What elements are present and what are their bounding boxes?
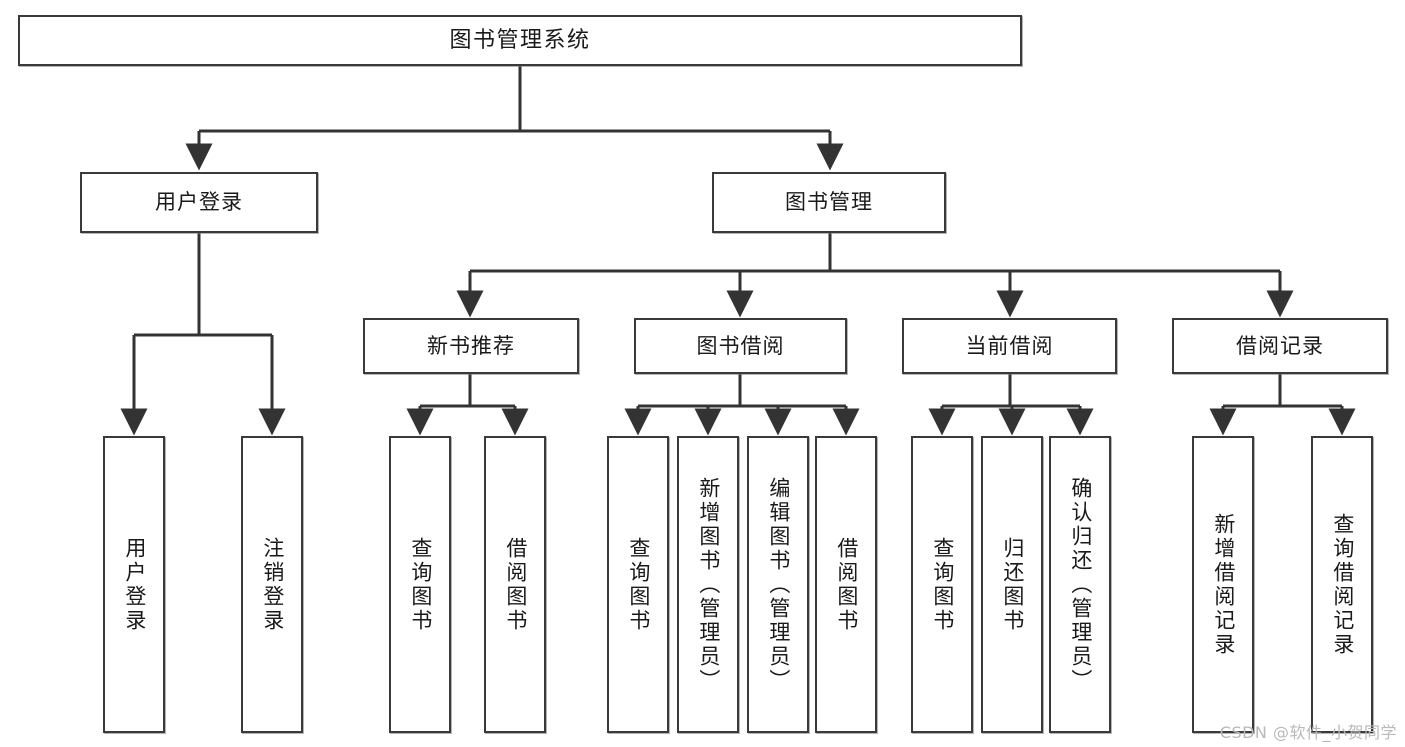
node-leaf-borrow-book-rec-label: 借阅图书: [503, 536, 528, 633]
node-leaf-edit-book-admin-label: 编辑图书（管理员）: [766, 476, 791, 693]
node-leaf-add-book-admin-label: 新增图书（管理员）: [696, 476, 721, 693]
node-book-borrow[interactable]: 图书借阅: [634, 318, 847, 374]
node-leaf-user-login-label: 用户登录: [122, 536, 147, 633]
node-leaf-query-record-label: 查询借阅记录: [1330, 512, 1355, 657]
node-leaf-query-book-borrow-label: 查询图书: [626, 536, 651, 633]
node-root-label: 图书管理系统: [449, 27, 591, 53]
node-new-book-recommend-label: 新书推荐: [427, 333, 515, 358]
node-leaf-confirm-return-admin-label: 确认归还（管理员）: [1068, 476, 1093, 693]
node-user-login[interactable]: 用户登录: [80, 172, 318, 233]
node-root[interactable]: 图书管理系统: [18, 15, 1022, 66]
node-leaf-user-logout-label: 注销登录: [260, 536, 285, 633]
node-leaf-user-logout[interactable]: 注销登录: [241, 436, 303, 733]
node-leaf-user-login[interactable]: 用户登录: [103, 436, 165, 733]
node-current-borrow-label: 当前借阅: [965, 333, 1054, 358]
node-leaf-query-record[interactable]: 查询借阅记录: [1311, 436, 1373, 733]
node-leaf-add-record[interactable]: 新增借阅记录: [1192, 436, 1254, 733]
node-borrow-record-label: 借阅记录: [1236, 333, 1324, 358]
node-book-manage-label: 图书管理: [785, 190, 873, 215]
node-leaf-borrow-book-rec[interactable]: 借阅图书: [484, 436, 546, 733]
node-new-book-recommend[interactable]: 新书推荐: [363, 318, 579, 374]
node-leaf-add-record-label: 新增借阅记录: [1211, 512, 1236, 657]
node-book-manage[interactable]: 图书管理: [712, 172, 946, 233]
node-leaf-query-book-cur[interactable]: 查询图书: [911, 436, 973, 733]
node-current-borrow[interactable]: 当前借阅: [902, 318, 1117, 374]
node-leaf-query-book-borrow[interactable]: 查询图书: [607, 436, 669, 733]
node-leaf-query-book-rec[interactable]: 查询图书: [389, 436, 451, 733]
node-leaf-borrow-book[interactable]: 借阅图书: [815, 436, 877, 733]
node-leaf-confirm-return-admin[interactable]: 确认归还（管理员）: [1049, 436, 1111, 733]
node-leaf-return-book-label: 归还图书: [1000, 536, 1025, 633]
node-user-login-label: 用户登录: [155, 190, 243, 215]
node-leaf-add-book-admin[interactable]: 新增图书（管理员）: [677, 436, 739, 733]
node-borrow-record[interactable]: 借阅记录: [1172, 318, 1388, 374]
node-leaf-borrow-book-label: 借阅图书: [834, 536, 859, 633]
node-leaf-return-book[interactable]: 归还图书: [981, 436, 1043, 733]
node-leaf-query-book-rec-label: 查询图书: [408, 536, 433, 633]
node-book-borrow-label: 图书借阅: [696, 333, 785, 358]
node-leaf-query-book-cur-label: 查询图书: [930, 536, 955, 633]
node-leaf-edit-book-admin[interactable]: 编辑图书（管理员）: [747, 436, 809, 733]
